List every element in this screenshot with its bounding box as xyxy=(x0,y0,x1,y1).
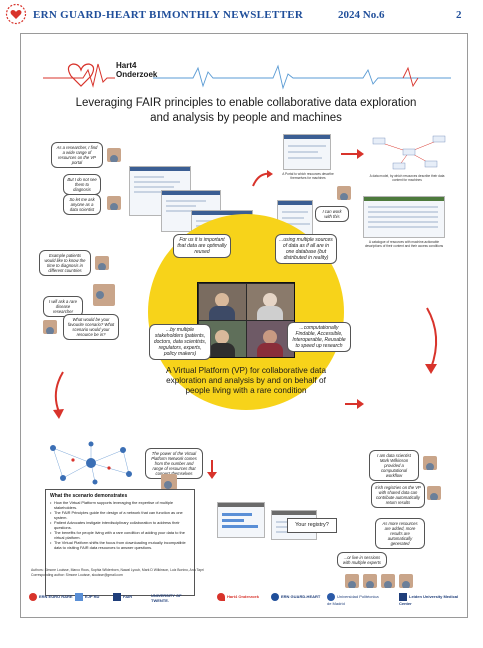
brand-name-line2: Onderzoek xyxy=(116,70,158,79)
bubble-diagnosis: But I do not see them to diagnosis xyxy=(63,174,101,195)
video-tile-2 xyxy=(247,284,294,320)
bubble-more-resources: As more resources are added, more result… xyxy=(375,518,425,549)
arrow-center-right xyxy=(345,399,364,409)
bubble-experts: ...or live in sessions with multiple exp… xyxy=(337,552,387,568)
hart4onderzoek-brand: Hart4 Onderzoek xyxy=(43,56,451,96)
bubble-ask-rare: I will ask a rare disease researcher xyxy=(43,296,83,317)
arrow-to-catalogue xyxy=(341,149,364,159)
brand-name-line1: Hart4 xyxy=(116,61,137,70)
avatar-advocate xyxy=(161,474,177,490)
bubble-multiple-sources: ...using multiple sources of data as if … xyxy=(275,234,337,264)
heart-logo-icon xyxy=(5,3,27,25)
demo-item: How the Virtual Platform supports levera… xyxy=(50,500,190,511)
page-number: 2 xyxy=(456,9,462,21)
demo-item: The benefits for people living with a ra… xyxy=(50,530,190,541)
bubble-stakeholders: ...by multiple stakeholders (patients, d… xyxy=(149,324,211,360)
arrow-bottom-left xyxy=(207,460,217,479)
demo-item: The Virtual Platform shifts the focus fr… xyxy=(50,541,190,551)
bubble-researcher: As a researcher, I find a wide range of … xyxy=(51,142,103,168)
logo-university-twente: UNIVERSITY OF TWENTE. xyxy=(151,593,182,603)
logo-fair: FAIR xyxy=(113,593,132,609)
bubble-power: The power of the Virtual Platform Networ… xyxy=(145,448,203,479)
video-tile-4 xyxy=(247,321,294,357)
authors-block: Authors: Simone Louisse, Marco Roos, Sop… xyxy=(31,568,204,577)
newsletter-title: ERN GUARD-HEART BIMONTHLY NEWSLETTER xyxy=(33,9,304,21)
avatar-expert-4 xyxy=(399,574,413,588)
logo-upm: Universidad Politécnica de Madrid xyxy=(327,593,379,606)
partner-logos: ERN EURO RARE EJP RD FAIR UNIVERSITY OF … xyxy=(21,590,467,616)
bubble-favorite: What would be your favourite scenario? W… xyxy=(63,314,119,340)
avatar-data-scientist xyxy=(423,456,437,470)
avatar-patient xyxy=(95,256,109,270)
caption-portal: A Portal to which resources describe the… xyxy=(282,172,334,180)
avatar-presenter xyxy=(43,320,57,334)
video-call-grid xyxy=(197,282,295,358)
bubble-ask-scientist: So let me ask anyone as a data scientist xyxy=(63,194,101,215)
your-registry-prompt: Your registry? xyxy=(287,518,337,533)
caption-data-model: A data model, by which resources describ… xyxy=(369,174,445,182)
catalogue-screenshot xyxy=(363,196,445,238)
poster: Hart4 Onderzoek Leveraging FAIR principl… xyxy=(20,33,468,618)
avatar-developer xyxy=(337,186,351,200)
demo-title: What the scenario demonstrates xyxy=(50,493,128,499)
results-chart-screenshot xyxy=(217,502,265,538)
avatar-researcher xyxy=(107,148,121,162)
center-headline: A Virtual Platform (VP) for collaborativ… xyxy=(165,366,327,395)
logo-lumc: Leiden University Medical Center xyxy=(399,593,459,606)
bubble-patients: Example patients would like to know the … xyxy=(39,250,91,276)
video-tile-1 xyxy=(199,284,246,320)
avatar-expert-1 xyxy=(345,574,359,588)
logo-ern-euro-rare: ERN EURO RARE xyxy=(29,593,73,609)
logo-ejp-rd: EJP RD xyxy=(75,593,99,609)
portal-description-screenshot xyxy=(283,134,331,170)
bubble-work-with: I can work with this xyxy=(315,206,349,222)
avatar-registry xyxy=(427,486,441,500)
caption-catalogue: A catalogue of resources with machine-ac… xyxy=(364,240,444,248)
arrow-to-top-right xyxy=(252,170,273,187)
heartbeat-line-icon xyxy=(43,63,451,90)
scenario-demonstrates-box: What the scenario demonstrates How the V… xyxy=(45,489,195,596)
logo-hart4onderzoek: Hart4 Onderzoek xyxy=(217,593,259,609)
bubble-optimally: For us it is important that data are opt… xyxy=(173,234,231,258)
demo-list: How the Virtual Platform supports levera… xyxy=(50,500,190,551)
data-model-diagram xyxy=(372,135,446,170)
poster-title: Leveraging FAIR principles to enable col… xyxy=(75,97,417,124)
avatar-expert-3 xyxy=(381,574,395,588)
demo-item: The FAIR Principles guide the design of … xyxy=(50,510,190,521)
logo-ern-guard-heart: ERN GUARD-HEART xyxy=(271,593,320,609)
arrow-right-down xyxy=(425,307,438,374)
corresponding-author: Corresponding author: Simone Louisse, sl… xyxy=(31,572,123,577)
bubble-fair: ...computationally Findable, Accessible,… xyxy=(287,322,351,352)
authors-line: Authors: Simone Louisse, Marco Roos, Sop… xyxy=(31,568,204,572)
demo-item: Patient Advocates instigate interdiscipl… xyxy=(50,520,190,531)
avatar-scientist xyxy=(107,196,121,210)
newsletter-header: ERN GUARD-HEART BIMONTHLY NEWSLETTER 202… xyxy=(0,0,483,28)
network-diagram xyxy=(50,441,132,485)
arrow-left-down xyxy=(53,371,64,419)
avatar-expert-2 xyxy=(363,574,377,588)
issue-number: 2024 No.6 xyxy=(338,9,385,21)
avatar-patient-advocate xyxy=(93,284,115,306)
bubble-data-scientist: I am data scientist Mark Wilkinson provi… xyxy=(369,450,419,481)
bubble-registries: Irish registries on the VP with shared d… xyxy=(371,482,425,508)
